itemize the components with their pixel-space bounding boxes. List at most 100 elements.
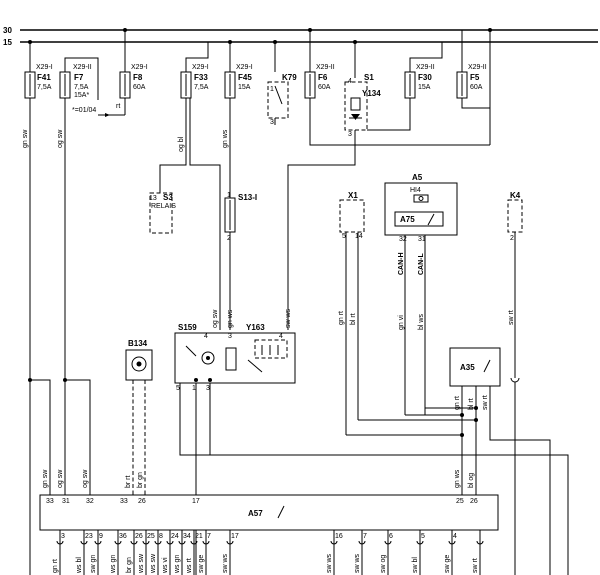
s3-sub: RELAIS bbox=[151, 203, 176, 210]
junction-dot bbox=[208, 378, 212, 382]
pin-label: 9 bbox=[99, 533, 103, 540]
pin-label: 5 bbox=[342, 233, 346, 240]
wire bbox=[489, 386, 551, 575]
connector-arc bbox=[154, 540, 162, 545]
fuse-f41: X29-I F41 7,5A bbox=[24, 64, 53, 99]
pin-label: 21 bbox=[195, 533, 203, 540]
fuse-id: F7 bbox=[74, 73, 84, 82]
wire-color: br rt bbox=[125, 476, 132, 489]
a75-label: A75 bbox=[400, 215, 415, 224]
fuse-id: F41 bbox=[37, 73, 51, 82]
wire-color: ws gn bbox=[174, 555, 181, 574]
pin-label: 7 bbox=[207, 533, 211, 540]
wire-color: sw gn bbox=[90, 555, 97, 573]
wire bbox=[409, 42, 443, 72]
can-h-label: CAN-H bbox=[398, 252, 405, 275]
fuse-f6: X29-II F6 60A bbox=[304, 64, 335, 99]
wire-color: sw bl bbox=[412, 557, 419, 573]
wire bbox=[309, 98, 490, 146]
fuse-rating-alt: 15A* bbox=[74, 92, 89, 99]
pin-label: 2 bbox=[227, 235, 231, 242]
wire-color: sw ws bbox=[222, 553, 229, 573]
connector-arc bbox=[384, 540, 392, 545]
wire-color: og sw bbox=[212, 309, 219, 328]
pin-label: 26 bbox=[470, 498, 478, 505]
k79-label: K79 bbox=[282, 73, 297, 82]
fuse-rating: 7,5A bbox=[37, 84, 52, 91]
connector-arc bbox=[416, 540, 424, 545]
sensor-b134: B134 bbox=[125, 339, 153, 381]
pin-label: 3 bbox=[206, 385, 210, 392]
fuse-block: X29-I bbox=[131, 64, 148, 71]
pin-label: 16 bbox=[335, 533, 343, 540]
connector-x1: X1 5 14 bbox=[339, 191, 365, 240]
module-s159-y163: S159 Y163 4 3 4 5 1 3 bbox=[174, 323, 296, 392]
pin-label: 31 bbox=[62, 498, 70, 505]
connector-arc bbox=[80, 540, 88, 545]
pin-label: 26 bbox=[135, 533, 143, 540]
junction-dot bbox=[63, 378, 67, 382]
pin-label: 3 bbox=[270, 119, 274, 126]
connector-arc bbox=[226, 540, 234, 545]
wire-color: og bl bbox=[178, 136, 185, 152]
fuse-block: X29-II bbox=[316, 64, 335, 71]
pin-label: 34 bbox=[183, 533, 191, 540]
module-a57: A57 33 31 32 33 26 17 25 26 bbox=[39, 494, 499, 531]
k4-label: K4 bbox=[510, 191, 521, 200]
wire-color: gn ws bbox=[222, 129, 229, 148]
fuse-block: X29-II bbox=[416, 64, 435, 71]
pin-label: 4 bbox=[279, 333, 283, 340]
junction-dot bbox=[474, 418, 478, 422]
s3-label: S3 bbox=[163, 193, 173, 202]
relay-k79: K79 1 3 bbox=[267, 73, 297, 126]
fuse-rating: 7,5A bbox=[74, 84, 89, 91]
pin-label: 5 bbox=[421, 533, 425, 540]
wire bbox=[185, 42, 209, 72]
pin-label: 5 bbox=[176, 385, 180, 392]
wire-color: gn sw bbox=[42, 469, 49, 488]
fuse-rating: 15A bbox=[238, 84, 251, 91]
connector-arc bbox=[114, 540, 122, 545]
pin-label: 17 bbox=[192, 498, 200, 505]
wire-color: gn rt bbox=[454, 396, 461, 410]
fuse-rating: 60A bbox=[470, 84, 483, 91]
fuse-f33: X29-I F33 7,5A bbox=[180, 64, 209, 99]
fuse-id: F33 bbox=[194, 73, 208, 82]
fuse-block: X29-II bbox=[73, 64, 92, 71]
pin-label: 3 bbox=[61, 533, 65, 540]
pin-label: 1 bbox=[270, 86, 274, 93]
fuse-rating: 7,5A bbox=[194, 84, 209, 91]
wire bbox=[30, 379, 51, 495]
wire-color: sw rt bbox=[472, 558, 479, 573]
a35-label: A35 bbox=[460, 363, 475, 372]
wire-color: sw ws bbox=[285, 308, 292, 328]
wire-color: ws vi bbox=[162, 557, 169, 574]
junction-dot bbox=[194, 378, 198, 382]
wire bbox=[64, 57, 99, 100]
can-l-label: CAN-L bbox=[418, 253, 425, 275]
y134-label: Y134 bbox=[362, 89, 381, 98]
junction-dot bbox=[28, 378, 32, 382]
wire-color: sw ws bbox=[326, 553, 333, 573]
connector-arc bbox=[178, 540, 186, 545]
fuse-id: F6 bbox=[318, 73, 328, 82]
junction-dot bbox=[474, 406, 478, 410]
wire-color: sw rt bbox=[508, 310, 515, 325]
pin-label: 33 bbox=[120, 498, 128, 505]
pin-label: 36 bbox=[119, 533, 127, 540]
wire bbox=[189, 98, 221, 330]
wire-color: sw ws bbox=[354, 553, 361, 573]
connector-arc bbox=[190, 540, 198, 545]
pin-label: 32 bbox=[399, 236, 407, 243]
wire-color: bl ws bbox=[418, 314, 425, 330]
pin-label: 26 bbox=[138, 498, 146, 505]
fuse-f5: X29-II F5 60A bbox=[456, 64, 487, 99]
wire-color: sw og bbox=[380, 555, 387, 573]
fuse-block: X29-I bbox=[192, 64, 209, 71]
wire bbox=[367, 98, 411, 131]
pin-label: 1 bbox=[192, 385, 196, 392]
fuse-block: X29-I bbox=[36, 64, 53, 71]
a5-label: A5 bbox=[412, 173, 423, 182]
bus-30-label: 30 bbox=[3, 26, 12, 35]
